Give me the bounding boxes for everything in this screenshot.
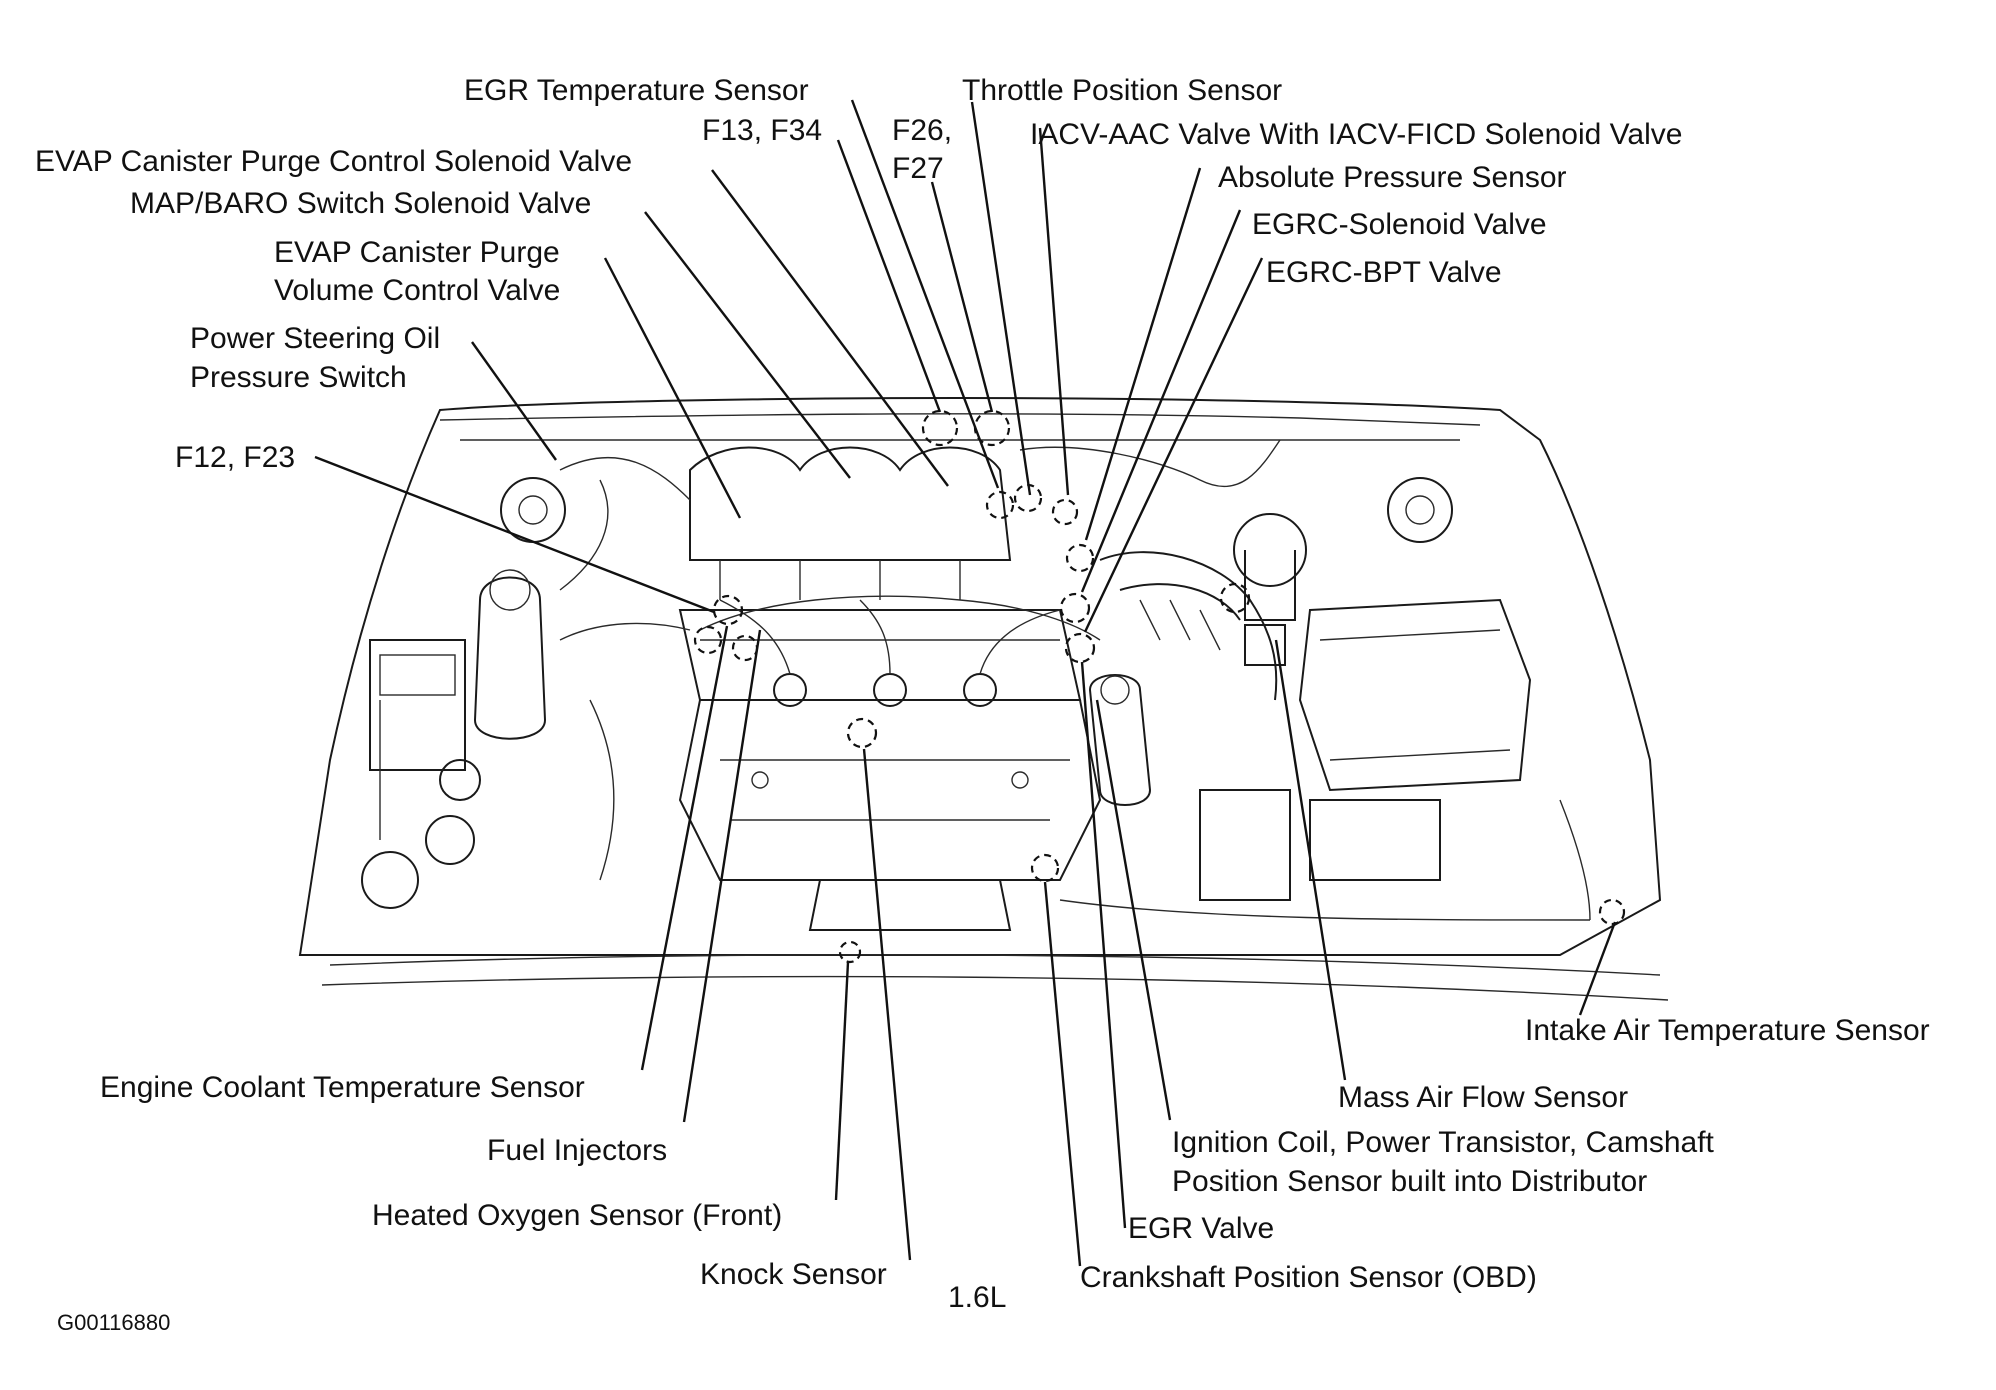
egrc-bpt-valve-label: EGRC-BPT Valve xyxy=(1266,256,1502,289)
mass-air-flow-sensor-label: Mass Air Flow Sensor xyxy=(1338,1081,1628,1114)
evap-purge-volume-label-line1: EVAP Canister Purge xyxy=(274,236,560,269)
knock-sensor-label: Knock Sensor xyxy=(700,1258,887,1291)
leader-lines xyxy=(314,99,1617,1267)
absolute-pressure-sensor-label: Absolute Pressure Sensor xyxy=(1218,161,1567,194)
egr-valve-label: EGR Valve xyxy=(1128,1212,1274,1245)
power-steering-label-line1: Power Steering Oil xyxy=(190,322,440,355)
iacv-aac-valve-label: IACV-AAC Valve With IACV-FICD Solenoid V… xyxy=(1030,118,1682,151)
throttle-position-sensor-label: Throttle Position Sensor xyxy=(962,74,1282,107)
egrc-solenoid-valve-label: EGRC-Solenoid Valve xyxy=(1252,208,1547,241)
f27-label: F27 xyxy=(892,152,944,185)
f12-f23-label: F12, F23 xyxy=(175,441,295,474)
heated-oxygen-sensor-label: Heated Oxygen Sensor (Front) xyxy=(372,1199,782,1232)
component-labels: EGR Temperature Sensor Throttle Position… xyxy=(35,74,1930,1335)
evap-purge-control-solenoid-label: EVAP Canister Purge Control Solenoid Val… xyxy=(35,145,632,178)
engine-coolant-temp-sensor-label: Engine Coolant Temperature Sensor xyxy=(100,1071,585,1104)
engine-size-label: 1.6L xyxy=(948,1281,1006,1314)
f26-label: F26, xyxy=(892,114,952,147)
fuel-injectors-label: Fuel Injectors xyxy=(487,1134,667,1167)
ignition-coil-label-line1: Ignition Coil, Power Transistor, Camshaf… xyxy=(1172,1126,1715,1159)
engine-bay-illustration xyxy=(298,397,1669,1001)
egr-temperature-sensor-label: EGR Temperature Sensor xyxy=(464,74,809,107)
crankshaft-position-sensor-label: Crankshaft Position Sensor (OBD) xyxy=(1080,1261,1537,1294)
f13-f34-label: F13, F34 xyxy=(702,114,822,147)
intake-air-temp-sensor-label: Intake Air Temperature Sensor xyxy=(1525,1014,1930,1047)
map-baro-switch-label: MAP/BARO Switch Solenoid Valve xyxy=(130,187,591,220)
ignition-coil-label-line2: Position Sensor built into Distributor xyxy=(1172,1165,1647,1198)
figure-code-label: G00116880 xyxy=(57,1310,170,1335)
evap-purge-volume-label-line2: Volume Control Valve xyxy=(274,274,560,307)
power-steering-label-line2: Pressure Switch xyxy=(190,361,407,394)
